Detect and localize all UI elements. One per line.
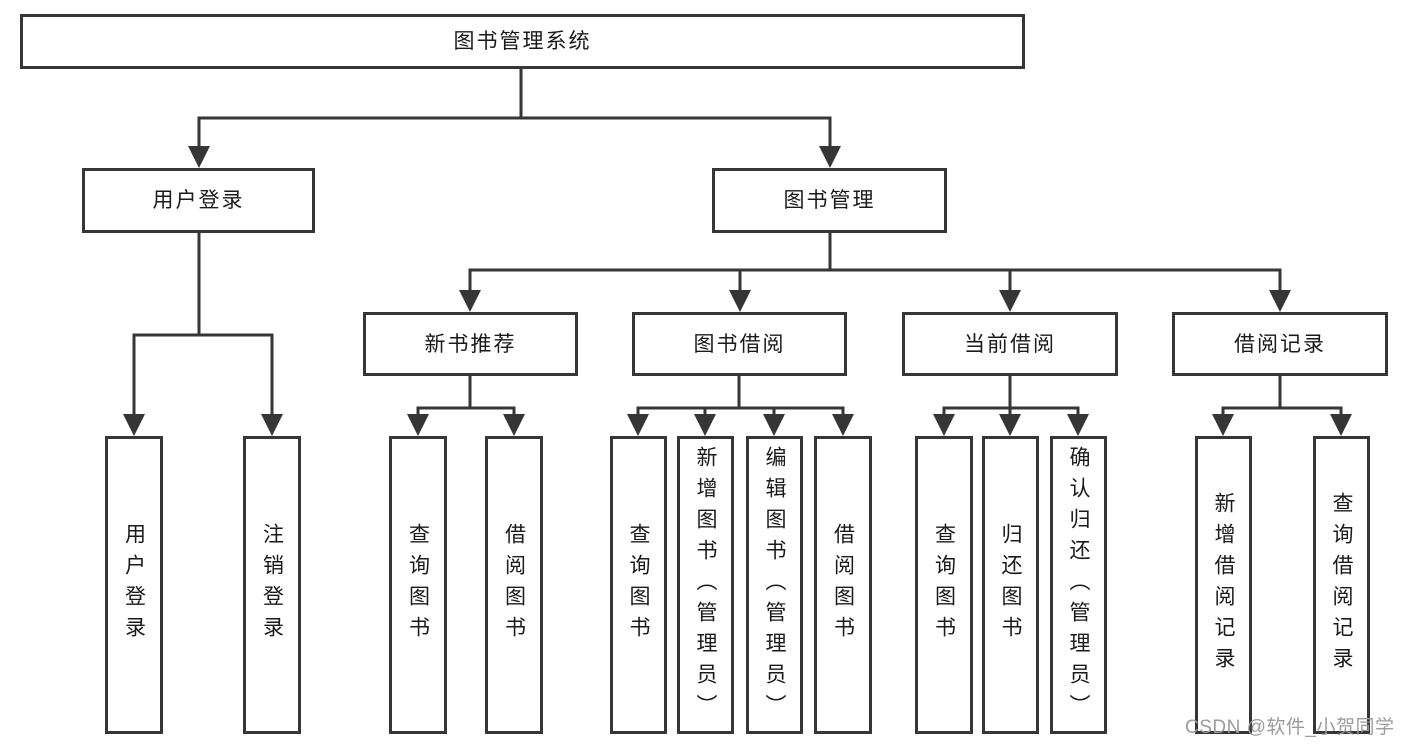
node-library-management-system: 图书管理系统 [20,14,1025,69]
node-book-borrowing: 图书借阅 [632,312,847,376]
connector-book-mgmt-to-level3 [468,233,1282,294]
connector-root-to-level2 [197,69,832,148]
leaf-query-borrow-record: 查询借阅记录 [1313,436,1370,734]
leaf-query-books-2: 查询图书 [610,436,667,734]
node-current-borrowing: 当前借阅 [902,312,1118,376]
leaf-borrow-books-2: 借阅图书 [814,436,872,734]
connector-borrow-records-to-leaves [1221,376,1343,418]
node-new-book-recommend: 新书推荐 [363,312,578,376]
connector-book-borrow-to-leaves [636,376,845,418]
leaf-add-book-admin: 新增图书（管理员） [677,436,734,734]
node-book-management: 图书管理 [712,168,947,233]
leaf-return-books: 归还图书 [982,436,1039,734]
leaf-confirm-return-admin: 确认归还（管理员） [1050,436,1107,734]
leaf-borrow-books-1: 借阅图书 [485,436,543,734]
leaf-logout-login: 注销登录 [243,436,301,734]
leaf-edit-book-admin: 编辑图书（管理员） [746,436,803,734]
leaf-query-books-1: 查询图书 [389,436,447,734]
csdn-watermark: CSDN @软件_小贺同学 [1185,717,1395,738]
node-borrowing-records: 借阅记录 [1172,312,1388,376]
connector-new-book-rec-to-leaves [416,376,516,418]
leaf-user-login: 用户登录 [105,436,163,734]
node-user-login: 用户登录 [82,168,315,233]
leaf-add-borrow-record: 新增借阅记录 [1195,436,1252,734]
connector-current-borrow-to-leaves [942,376,1080,418]
leaf-query-books-3: 查询图书 [915,436,973,734]
connector-user-login-to-leaves [132,233,274,416]
